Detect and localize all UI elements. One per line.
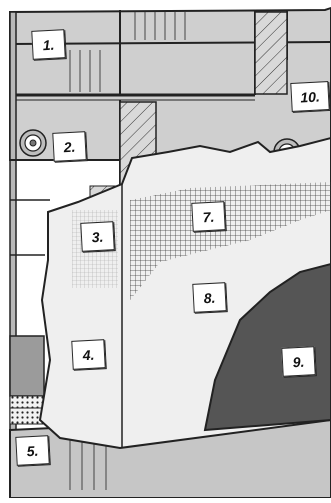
label-3: 3. (80, 221, 114, 252)
label-1: 1. (31, 29, 65, 60)
label-10: 10. (290, 81, 329, 112)
label-4: 4. (71, 339, 105, 370)
label-8: 8. (192, 282, 226, 313)
label-9: 9. (281, 346, 315, 377)
label-7: 7. (191, 201, 225, 232)
label-2: 2. (52, 131, 86, 162)
label-5: 5. (15, 435, 49, 466)
